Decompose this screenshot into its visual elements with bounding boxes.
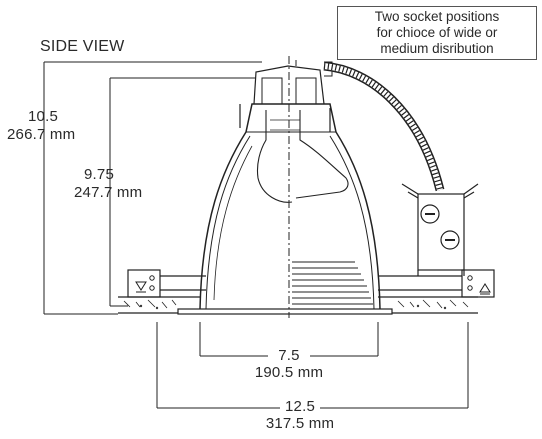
reflector-height-imperial: 9.75 bbox=[84, 166, 114, 183]
overall-height-metric: 266.7 mm bbox=[7, 126, 76, 143]
right-bracket-symbols bbox=[467, 275, 491, 295]
overall-width-imperial: 12.5 bbox=[285, 398, 315, 415]
view-title: SIDE VIEW bbox=[40, 38, 125, 55]
baffle-lines bbox=[292, 261, 373, 305]
trim-ring bbox=[177, 308, 393, 315]
aperture-width-imperial: 7.5 bbox=[278, 347, 300, 364]
knockout-lower-icon bbox=[440, 230, 460, 250]
callout-box: Two socket positions for chioce of wide … bbox=[337, 6, 537, 60]
left-bracket-symbols bbox=[135, 275, 155, 293]
knockout-upper-icon bbox=[420, 204, 440, 224]
reflector-height-metric: 247.7 mm bbox=[74, 184, 143, 201]
aperture-width-metric: 190.5 mm bbox=[254, 364, 324, 381]
junction-box bbox=[401, 183, 479, 276]
dim-aperture-width bbox=[199, 322, 379, 357]
callout-line-2: for chioce of wide or bbox=[376, 25, 498, 40]
overall-width-metric: 317.5 mm bbox=[265, 415, 335, 432]
mounting-frame bbox=[127, 269, 495, 298]
flex-conduit bbox=[323, 61, 445, 192]
ceiling-line bbox=[118, 296, 478, 314]
socket-housing bbox=[239, 61, 333, 132]
overall-height-imperial: 10.5 bbox=[28, 108, 58, 125]
callout-line-1: Two socket positions bbox=[374, 9, 500, 24]
callout-line-3: medium disribution bbox=[380, 41, 494, 56]
ceiling-hatch bbox=[123, 299, 469, 310]
dim-overall-width bbox=[156, 322, 469, 409]
lamp bbox=[256, 110, 349, 203]
reflector bbox=[199, 103, 381, 310]
dim-overall-height bbox=[43, 61, 262, 315]
dim-reflector-height bbox=[109, 77, 256, 307]
